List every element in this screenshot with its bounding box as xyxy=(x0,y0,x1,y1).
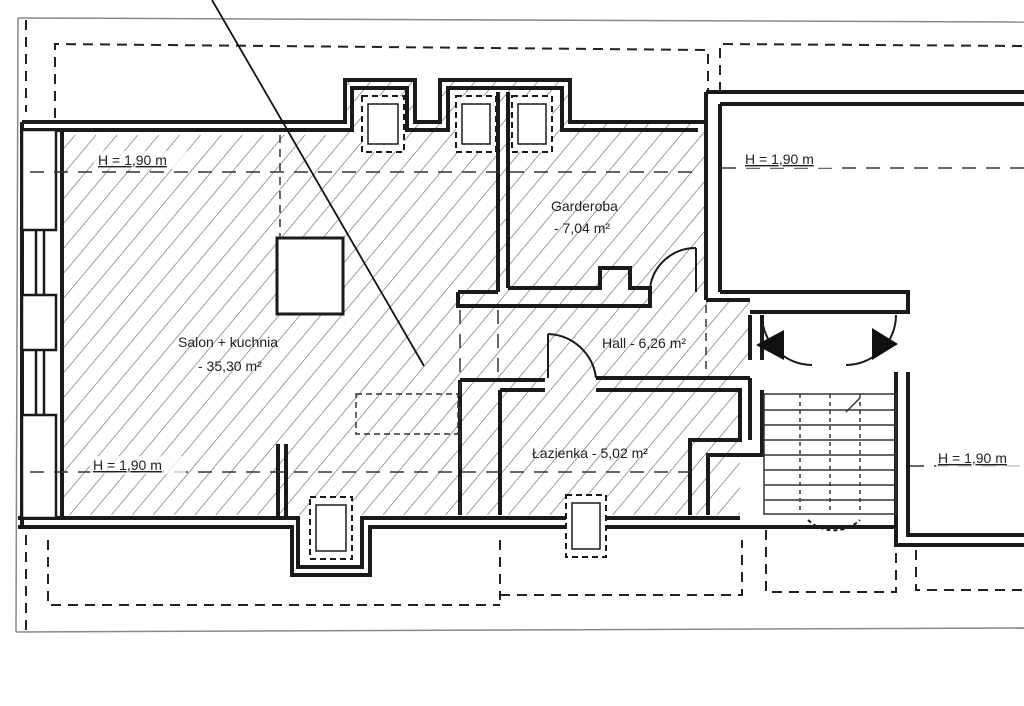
room-name-salon: Salon + kuchnia xyxy=(178,334,278,350)
room-label-lazienka: Łazienka - 5,02 m² xyxy=(532,445,648,461)
height-label-left-bottom: H = 1,90 m xyxy=(93,457,162,473)
walls xyxy=(18,78,1024,577)
room-label-hall: Hall - 6,26 m² xyxy=(602,335,686,351)
room-area-garderoba: - 7,04 m² xyxy=(554,220,610,236)
roof-dashed-outline xyxy=(25,20,1024,630)
stair-arrows xyxy=(756,328,898,360)
staircase xyxy=(763,393,897,515)
roof-window-inner xyxy=(315,103,601,552)
room-area-salon: - 35,30 m² xyxy=(198,358,262,374)
hatched-floor xyxy=(62,80,750,515)
dashed-guides xyxy=(279,135,707,375)
height-label-right-top: H = 1,90 m xyxy=(745,151,814,167)
arrow-right-icon xyxy=(872,328,898,360)
height-label-left-top: H = 1,90 m xyxy=(98,152,167,168)
kitchen-counter xyxy=(355,393,459,435)
chimney xyxy=(275,236,345,316)
leader-line xyxy=(211,0,425,367)
left-wall-windows xyxy=(20,128,58,520)
label-backgrounds xyxy=(90,150,1024,474)
height-label-right-bottom: H = 1,90 m xyxy=(938,450,1007,466)
arrow-left-icon xyxy=(756,330,784,360)
room-name-garderoba: Garderoba xyxy=(551,198,618,214)
sheet-outline xyxy=(15,17,1024,633)
